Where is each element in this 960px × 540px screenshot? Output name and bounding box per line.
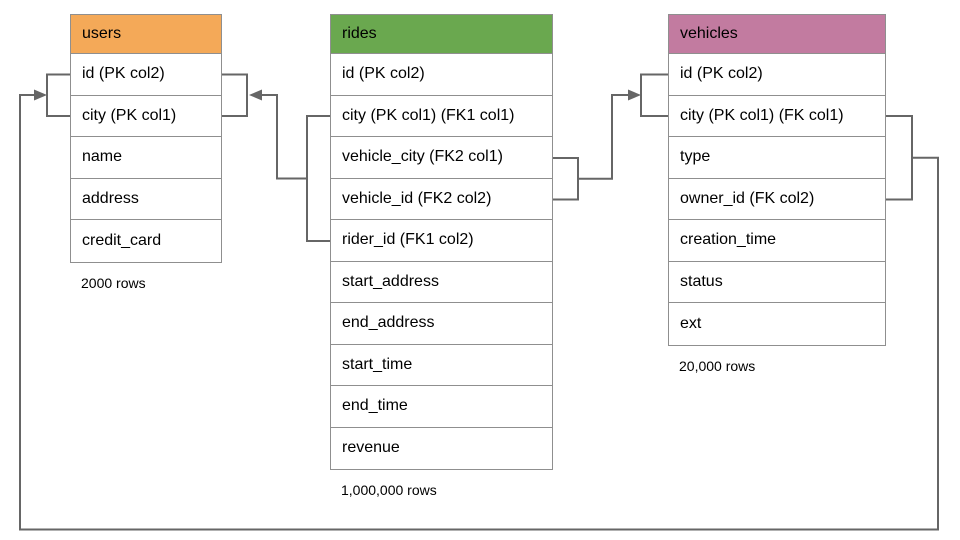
table-row: city (PK col1) (FK col1) [669,95,885,137]
table-row: id (PK col2) [669,54,885,96]
table-users: users id (PK col2) city (PK col1) name a… [70,14,222,291]
table-users-rowcount: 2000 rows [81,274,146,291]
fk2-connector-line [578,94,629,180]
table-row: id (PK col2) [71,54,221,96]
vehicles-right-key-bracket [886,115,913,201]
table-users-box: users id (PK col2) city (PK col1) name a… [70,14,222,263]
table-row: vehicle_id (FK2 col2) [331,178,552,220]
table-row: id (PK col2) [331,54,552,96]
rides-right-key-bracket [553,157,579,201]
rides-left-key-bracket [306,115,330,242]
table-vehicles: vehicles id (PK col2) city (PK col1) (FK… [668,14,886,374]
fk2-rides-to-vehicles-connector [553,73,668,201]
table-row: rider_id (FK1 col2) [331,220,552,262]
fk1-rides-to-users-connector [222,73,330,242]
table-row: ext [669,303,885,345]
table-row: type [669,137,885,179]
fk1-arrowhead-icon [249,89,262,101]
table-row: name [71,137,221,179]
table-row: creation_time [669,220,885,262]
table-row: start_address [331,261,552,303]
table-rides-rowcount: 1,000,000 rows [341,482,437,498]
table-row: credit_card [71,220,221,262]
table-row: city (PK col1) [71,95,221,137]
table-vehicles-header: vehicles [669,15,885,54]
table-row: status [669,261,885,303]
table-vehicles-box: vehicles id (PK col2) city (PK col1) (FK… [668,14,886,346]
table-rides-header: rides [331,15,552,54]
table-row: end_time [331,386,552,428]
table-users-header: users [71,15,221,54]
table-rides: rides id (PK col2) city (PK col1) (FK1 c… [330,14,553,498]
fk-arrowhead-icon [34,89,47,101]
table-row: city (PK col1) (FK1 col1) [331,95,552,137]
table-row: owner_id (FK col2) [669,178,885,220]
table-row: start_time [331,344,552,386]
table-rides-box: rides id (PK col2) city (PK col1) (FK1 c… [330,14,553,470]
users-right-key-bracket [222,73,248,117]
table-row: vehicle_city (FK2 col1) [331,137,552,179]
table-row: address [71,178,221,220]
table-row: revenue [331,427,552,469]
table-vehicles-rowcount: 20,000 rows [679,357,756,374]
fk2-arrowhead-icon [628,89,641,101]
users-left-key-bracket [46,73,70,117]
vehicles-left-key-bracket [640,73,668,117]
table-row: end_address [331,303,552,345]
fk1-connector-line [261,94,307,180]
